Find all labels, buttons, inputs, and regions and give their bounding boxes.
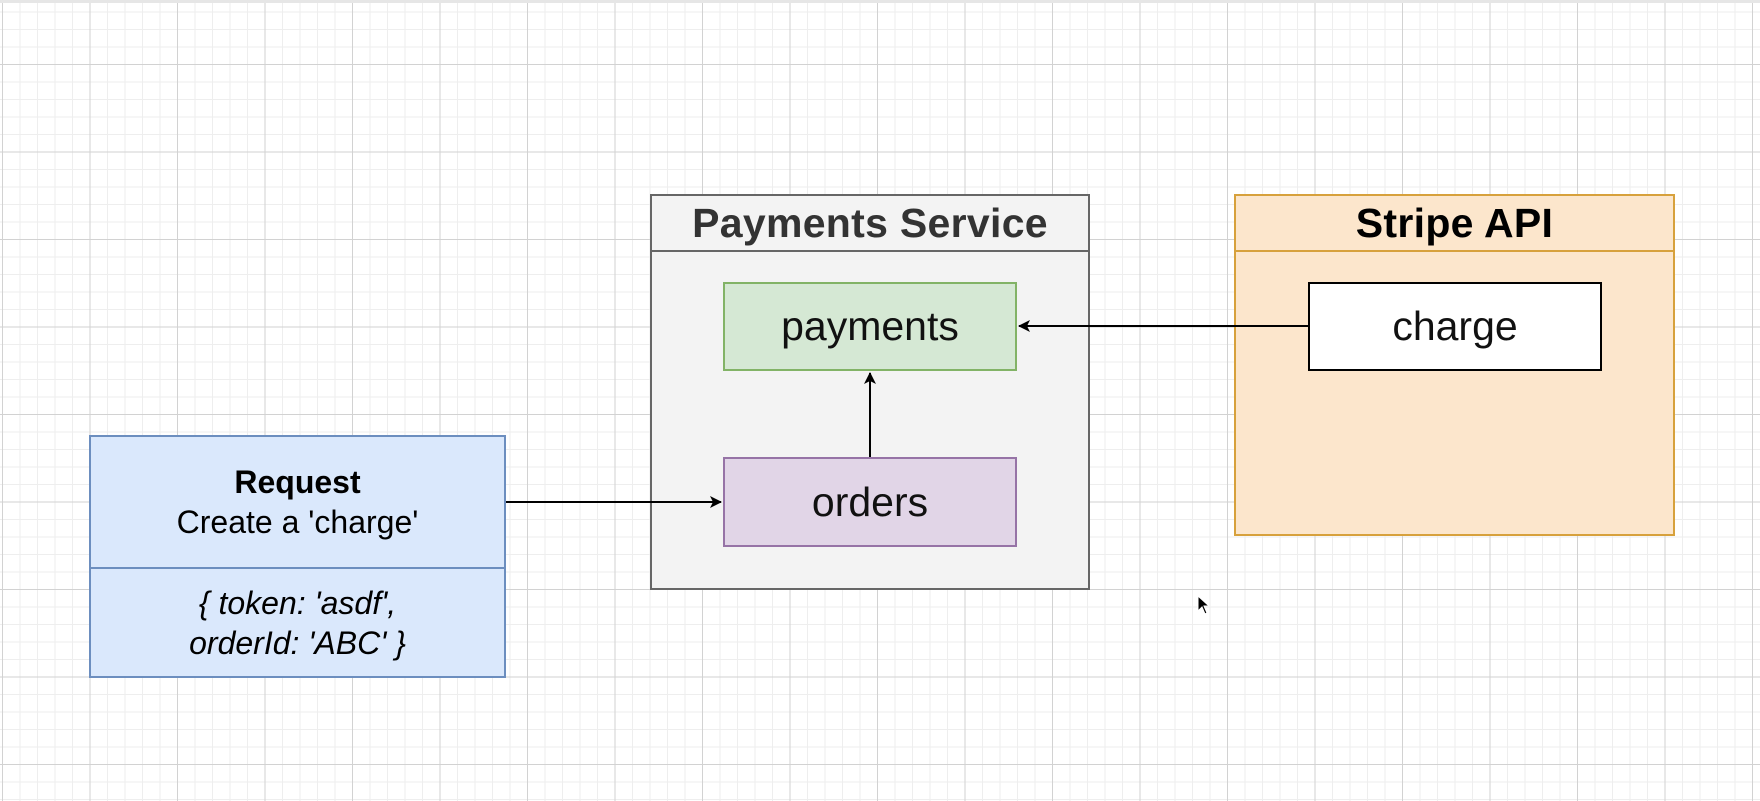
canvas-top-border — [0, 0, 1760, 3]
request-subtitle: Create a 'charge' — [176, 504, 419, 540]
stripe-api-title: Stripe API — [1236, 196, 1673, 252]
request-header: Request Create a 'charge' — [91, 437, 504, 569]
payments-node[interactable]: payments — [723, 282, 1017, 371]
charge-node[interactable]: charge — [1308, 282, 1602, 371]
mouse-cursor-icon — [1197, 595, 1211, 615]
request-body-line-1: { token: 'asdf', — [198, 584, 397, 621]
request-box[interactable]: Request Create a 'charge' { token: 'asdf… — [89, 435, 506, 678]
orders-node[interactable]: orders — [723, 457, 1017, 547]
orders-node-label: orders — [811, 478, 929, 525]
request-body-line-2: orderId: 'ABC' } — [189, 624, 406, 661]
charge-node-label: charge — [1392, 303, 1518, 349]
payments-service-title: Payments Service — [652, 196, 1088, 252]
request-title: Request — [234, 464, 361, 500]
payments-node-label: payments — [781, 303, 959, 349]
request-body: { token: 'asdf', orderId: 'ABC' } — [91, 569, 504, 676]
